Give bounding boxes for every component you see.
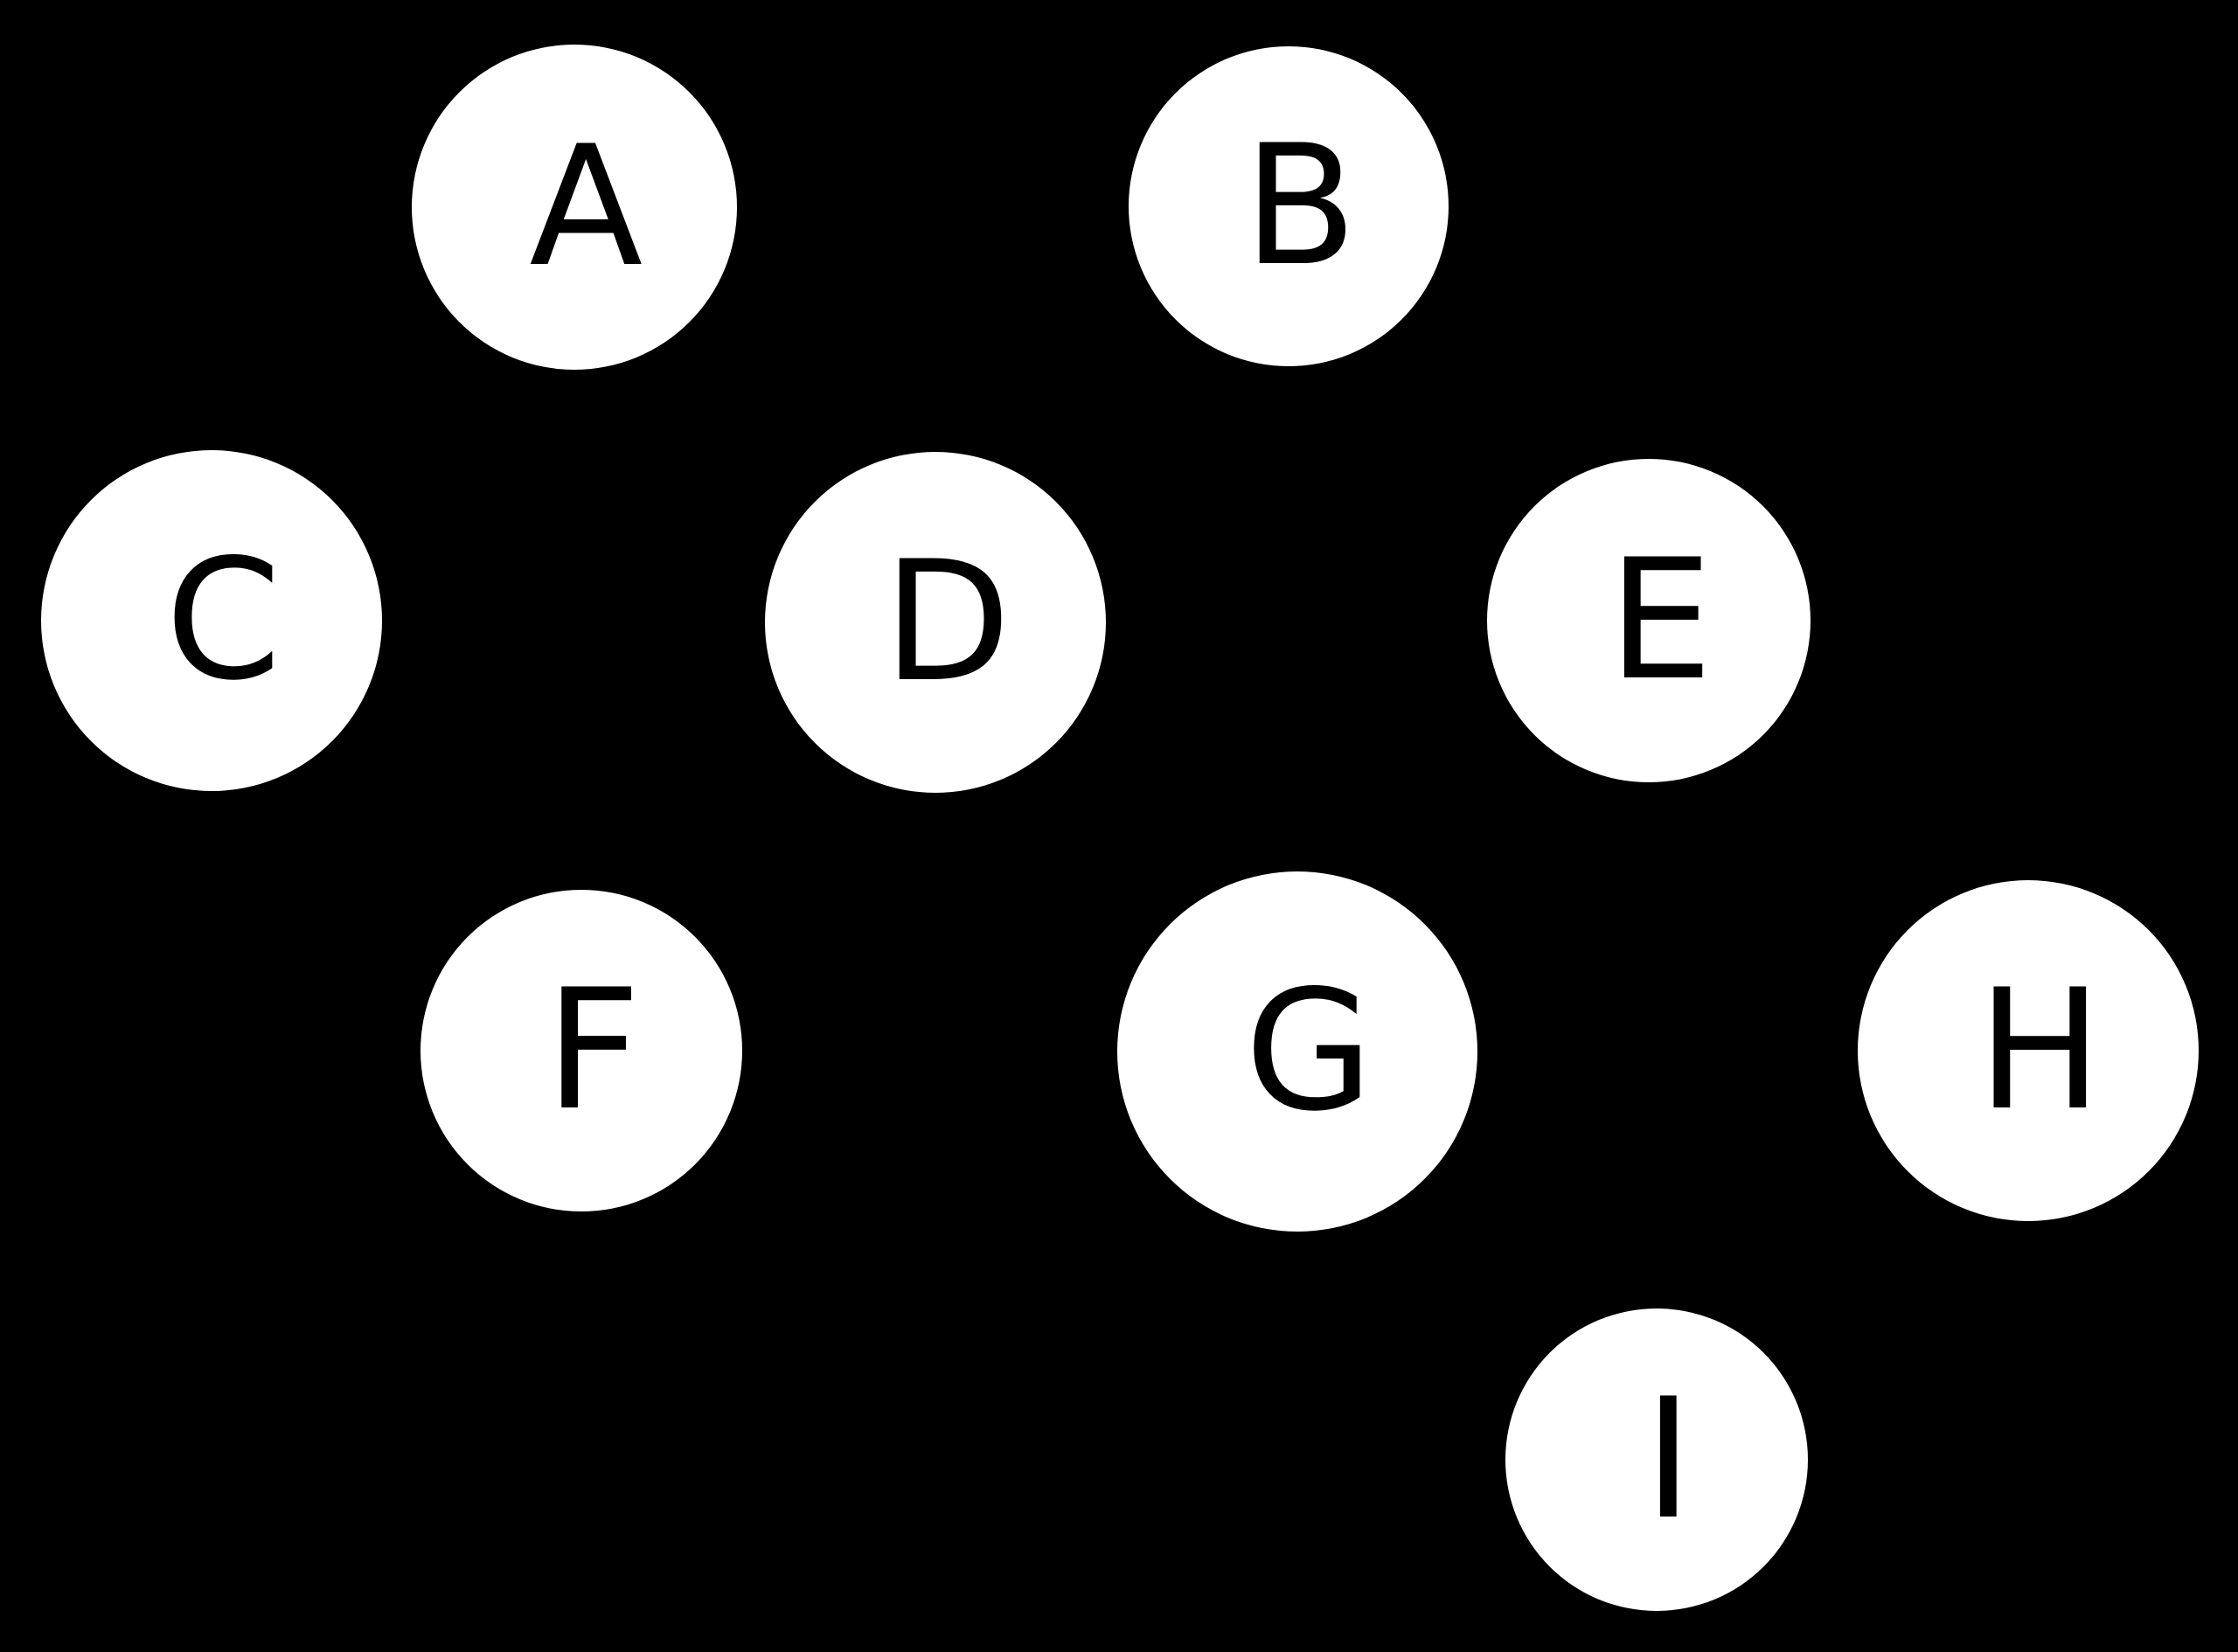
graph-node-d[interactable]: D: [765, 452, 1106, 793]
graph-node-label: F: [545, 954, 641, 1147]
graph-node-label: G: [1244, 954, 1373, 1148]
graph-node-i[interactable]: I: [1505, 1308, 1808, 1611]
graph-node-f[interactable]: F: [420, 890, 742, 1211]
graph-node-label: H: [1977, 954, 2102, 1147]
graph-node-g[interactable]: G: [1117, 871, 1477, 1232]
graph-node-label: A: [529, 110, 643, 303]
graph-node-label: I: [1644, 1363, 1693, 1556]
graph-node-label: C: [164, 524, 281, 717]
graph-node-label: D: [883, 525, 1011, 718]
graph-node-e[interactable]: E: [1487, 459, 1811, 782]
graph-node-h[interactable]: H: [1858, 880, 2199, 1221]
graph-node-c[interactable]: C: [41, 450, 382, 791]
graph-node-label: B: [1243, 109, 1358, 302]
graph-node-b[interactable]: B: [1129, 46, 1449, 366]
graph-node-label: E: [1608, 524, 1713, 717]
graph-node-a[interactable]: A: [412, 45, 737, 370]
